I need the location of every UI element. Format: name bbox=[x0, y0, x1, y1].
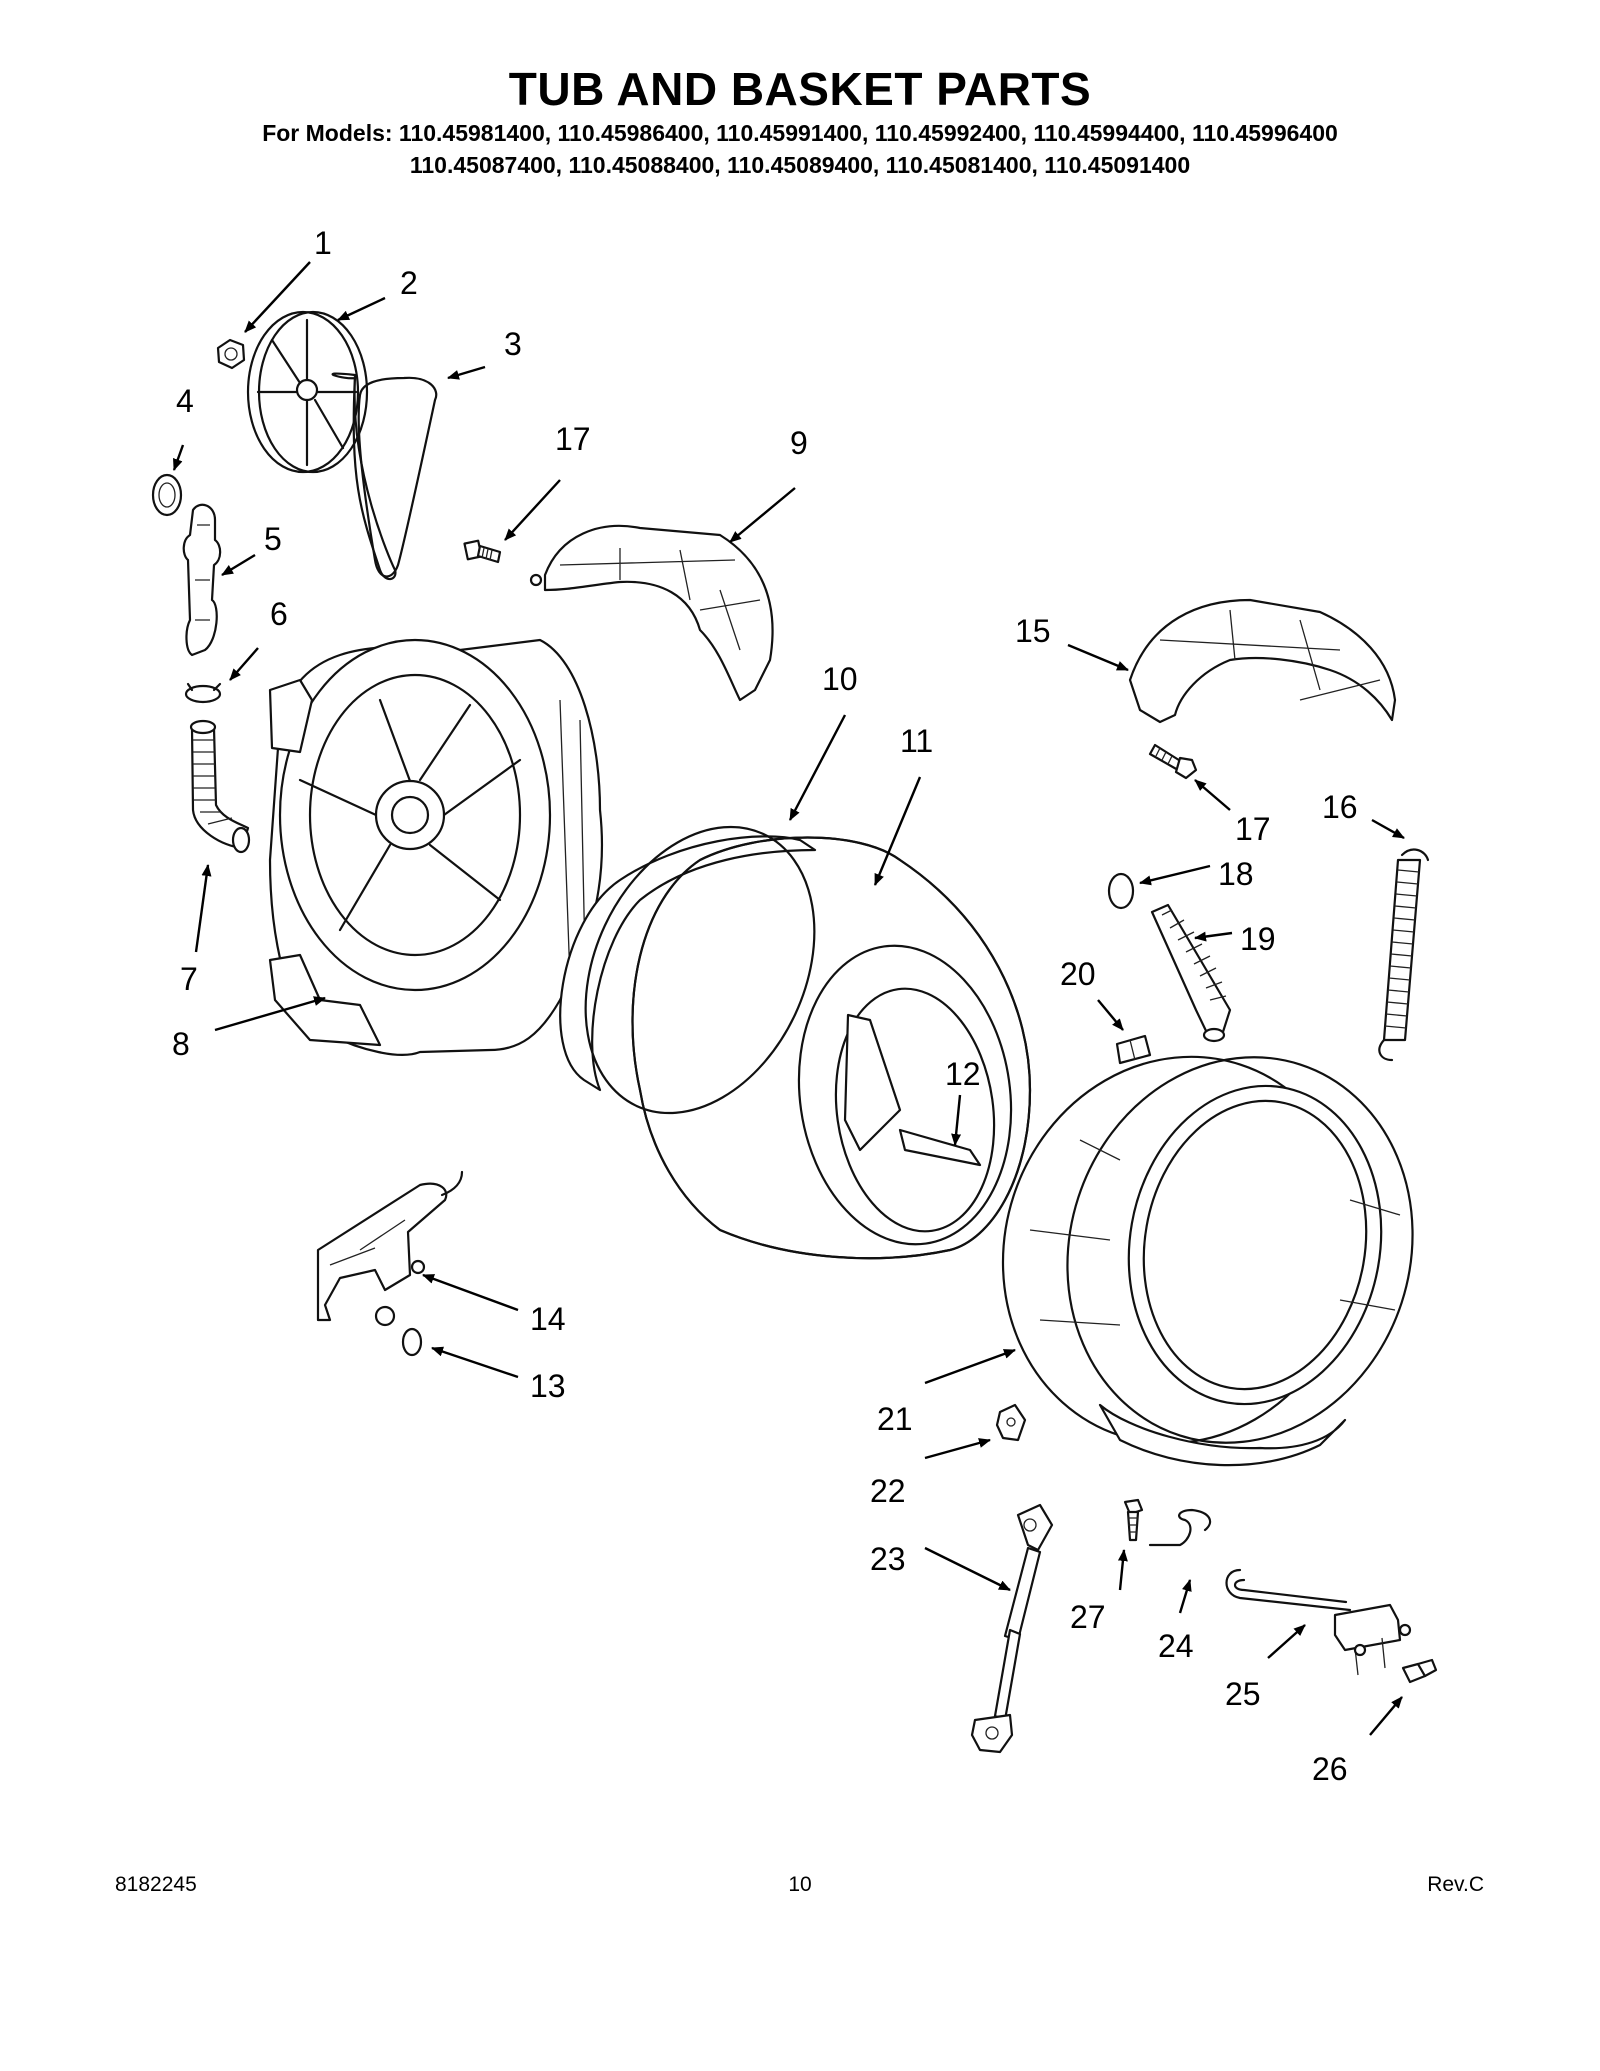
callout-9: 9 bbox=[790, 425, 808, 461]
screw-part-upper bbox=[463, 539, 502, 564]
callout-2: 2 bbox=[400, 265, 418, 301]
heater-clip-part bbox=[1148, 1508, 1212, 1547]
bracket-clip-part bbox=[995, 1403, 1027, 1442]
callout-11: 11 bbox=[900, 723, 933, 759]
bellows-hose-part bbox=[1150, 903, 1232, 1043]
revision-label: Rev.C bbox=[1427, 1873, 1484, 1896]
callout-13: 13 bbox=[530, 1368, 566, 1404]
callout-4: 4 bbox=[176, 383, 194, 419]
models-line-1: For Models: 110.45981400, 110.45986400, … bbox=[262, 120, 1338, 146]
o-ring-part bbox=[401, 1327, 423, 1357]
callout-25: 25 bbox=[1225, 1676, 1261, 1712]
callout-18: 18 bbox=[1218, 856, 1254, 892]
suspension-spring-part bbox=[1378, 848, 1430, 1062]
callout-19: 19 bbox=[1240, 921, 1276, 957]
clip-part bbox=[1115, 1034, 1152, 1065]
hose-clamp-part bbox=[184, 682, 222, 704]
screw-part-heater bbox=[1123, 1498, 1144, 1542]
callout-21: 21 bbox=[877, 1401, 913, 1437]
callout-24: 24 bbox=[1158, 1628, 1194, 1664]
wash-basket-part bbox=[631, 836, 1032, 1260]
callout-7: 7 bbox=[180, 961, 198, 997]
front-tub-part bbox=[1001, 1055, 1414, 1467]
callout-26: 26 bbox=[1312, 1751, 1348, 1787]
callout-6: 6 bbox=[270, 596, 288, 632]
callout-10: 10 bbox=[822, 661, 858, 697]
upper-shroud-part bbox=[529, 524, 774, 702]
damper-part bbox=[970, 1503, 1054, 1754]
filter-cap-part bbox=[151, 473, 183, 517]
page-title: TUB AND BASKET PARTS bbox=[508, 63, 1092, 115]
callout-17-upper: 17 bbox=[555, 421, 591, 457]
callout-labels: 1 2 3 4 5 6 7 8 9 17 10 11 12 14 13 15 1… bbox=[172, 225, 1358, 1787]
nut-part bbox=[216, 338, 246, 370]
callout-17-lower: 17 bbox=[1235, 811, 1271, 847]
drive-belt-part bbox=[331, 372, 438, 581]
connector-plug-part bbox=[1401, 1658, 1438, 1684]
callout-14: 14 bbox=[530, 1301, 566, 1337]
callout-16: 16 bbox=[1322, 789, 1358, 825]
leader-arrows bbox=[172, 261, 1405, 1736]
heating-element-part bbox=[1225, 1568, 1412, 1676]
callout-23: 23 bbox=[870, 1541, 906, 1577]
counterweight-shroud-part bbox=[1128, 598, 1397, 724]
callout-3: 3 bbox=[504, 326, 522, 362]
callout-15: 15 bbox=[1015, 613, 1051, 649]
callout-20: 20 bbox=[1060, 956, 1096, 992]
callout-8: 8 bbox=[172, 1026, 190, 1062]
callout-5: 5 bbox=[264, 521, 282, 557]
models-line-2: 110.45087400, 110.45088400, 110.45089400… bbox=[409, 152, 1191, 178]
sensor-bracket-part bbox=[316, 1170, 464, 1327]
spring-clamp-part bbox=[1107, 872, 1135, 910]
basket-rim-part bbox=[559, 825, 817, 1115]
callout-22: 22 bbox=[870, 1473, 906, 1509]
screw-part-lower bbox=[1148, 743, 1198, 780]
callout-27: 27 bbox=[1070, 1599, 1106, 1635]
page-number: 10 bbox=[788, 1873, 812, 1896]
callout-1: 1 bbox=[314, 225, 332, 261]
pulley-part bbox=[246, 310, 369, 474]
drain-hose-part bbox=[189, 719, 251, 854]
document-number: 8182245 bbox=[115, 1873, 197, 1896]
callout-12: 12 bbox=[945, 1056, 981, 1092]
hose-bracket-part bbox=[182, 503, 222, 657]
rear-tub-part bbox=[268, 638, 604, 1056]
